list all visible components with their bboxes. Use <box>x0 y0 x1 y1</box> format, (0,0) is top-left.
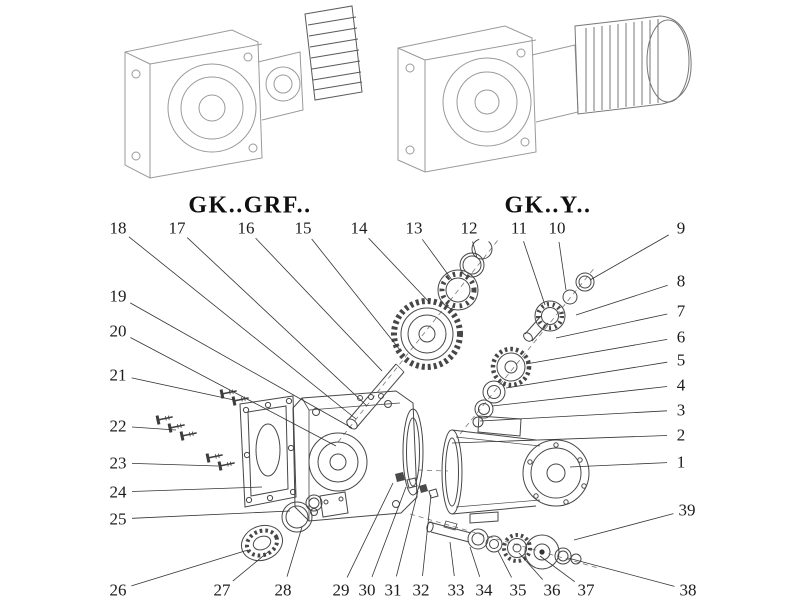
leader-line-5 <box>505 361 668 389</box>
leader-line-15 <box>311 238 401 351</box>
leader-line-18 <box>128 236 357 420</box>
exploded-view-art <box>155 238 599 570</box>
leader-line-13 <box>421 239 453 281</box>
leader-line-14 <box>368 237 431 304</box>
leader-line-8 <box>575 284 668 316</box>
leader-line-32 <box>422 494 432 577</box>
mounting-flange-plate <box>239 395 297 508</box>
gearbox-housing <box>292 390 424 522</box>
leader-line-16 <box>255 237 383 372</box>
screw-set <box>155 384 252 472</box>
pinion-shaft-stack <box>472 272 595 428</box>
leader-line-31 <box>396 490 419 577</box>
leader-line-38 <box>567 557 675 587</box>
leader-line-36 <box>518 552 543 580</box>
leader-line-19 <box>130 302 353 429</box>
input-shaft-gear-stack <box>346 238 493 430</box>
variant-label-gk-grf: GK..GRF.. <box>188 192 312 219</box>
leader-line-27 <box>232 551 269 582</box>
leader-line-33 <box>449 541 455 577</box>
leader-line-39 <box>573 513 674 541</box>
leader-line-2 <box>451 435 668 444</box>
leader-line-37 <box>539 555 575 583</box>
leader-line-3 <box>479 410 668 422</box>
leader-line-23 <box>131 463 219 467</box>
leader-line-21 <box>131 377 235 401</box>
leader-line-35 <box>497 550 512 578</box>
leader-lines <box>128 234 675 587</box>
leader-line-10 <box>558 241 567 291</box>
leader-line-25 <box>131 510 291 519</box>
leader-line-22 <box>131 426 177 431</box>
output-shaft-assembly <box>426 520 582 570</box>
motor-drawing <box>574 15 692 115</box>
leader-line-34 <box>469 546 481 577</box>
electric-motor <box>441 415 590 524</box>
leader-line-12 <box>472 241 478 259</box>
leader-line-11 <box>523 241 546 306</box>
leader-line-26 <box>131 549 249 587</box>
gearbox-drawing-y <box>397 15 692 173</box>
leader-line-28 <box>286 526 303 577</box>
leader-line-4 <box>491 386 668 407</box>
gearbox-drawing-grf <box>124 5 363 179</box>
leader-line-24 <box>131 486 263 492</box>
leader-line-30 <box>371 486 407 578</box>
input-fin-cover <box>304 5 363 101</box>
leader-line-20 <box>130 337 337 447</box>
small-fasteners <box>395 472 439 499</box>
leader-line-29 <box>346 482 394 578</box>
leader-line-9 <box>589 234 669 281</box>
leader-line-6 <box>525 339 668 365</box>
variant-label-gk-y: GK..Y.. <box>504 192 592 219</box>
leader-line-1 <box>569 462 668 468</box>
leader-line-17 <box>186 237 368 407</box>
leader-line-7 <box>555 313 668 339</box>
output-bearing-cover-set <box>241 491 349 562</box>
